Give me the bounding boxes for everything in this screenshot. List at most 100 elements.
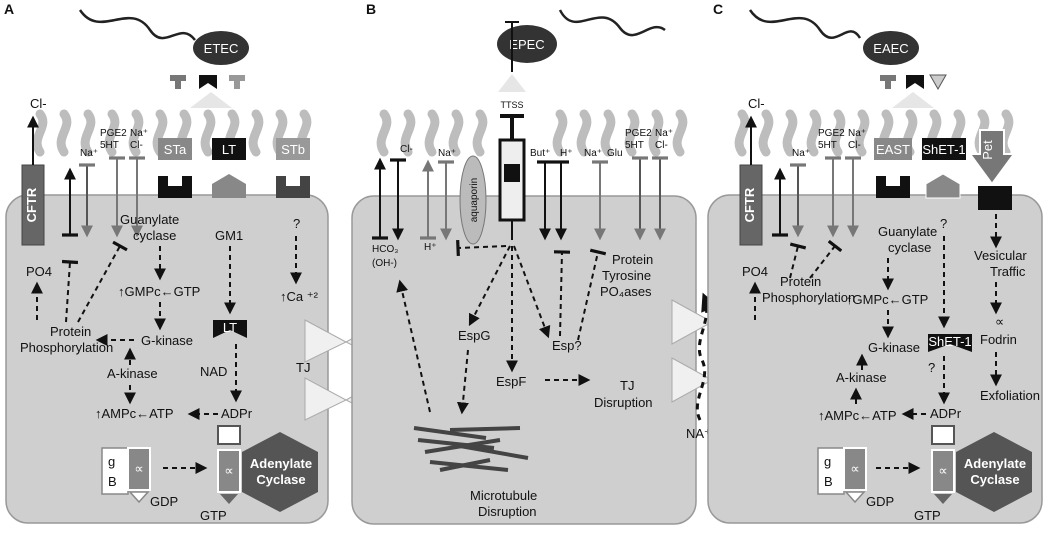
tyrosine-label: Tyrosine [602, 268, 651, 283]
g-kinase-label: G-kinase [141, 333, 193, 348]
stb-receptor-icon [276, 176, 310, 198]
enterocyte-cell-c [707, 194, 1043, 524]
guanylate-receptor-icon [158, 176, 192, 198]
5ht-label: 5HT [100, 140, 119, 151]
cl-minus-label-c: Cl- [848, 140, 861, 151]
adenylate-label-c: Adenylate [964, 456, 1026, 471]
eaec-bacterium-icon [863, 31, 919, 65]
g-protein-g-label-c: g [824, 454, 831, 469]
adenylate-label: Adenylate [250, 456, 312, 471]
pge2-label-b: PGE2 [625, 128, 652, 139]
etec-label: ETEC [204, 41, 239, 56]
flagellum-icon [748, 9, 862, 39]
ampc-label-c: ↑AMPc←ATP [818, 408, 897, 423]
ttss-syringe-icon [498, 114, 526, 240]
na-label: Na⁺ [438, 148, 456, 159]
guanylate-label-c: Guanylate [878, 224, 937, 239]
pge2-label: PGE2 [100, 128, 127, 139]
sta-toxin-icon [170, 75, 186, 89]
gdp-label-c: GDP [866, 494, 894, 509]
phosphorylation-label-c: Phosphorylation [762, 290, 855, 305]
oh-label: (OH-) [372, 258, 397, 269]
lt-toxin-icon [199, 75, 217, 89]
tj-label-b: TJ [620, 378, 634, 393]
question-label: ? [293, 216, 300, 231]
protein-label-c: Protein [780, 274, 821, 289]
east-receptor-icon [876, 176, 910, 198]
vesicular-label: Vesicular [974, 248, 1027, 263]
stb-badge [276, 138, 310, 160]
alpha-gtp-label: ∝ [224, 463, 233, 478]
pet-label: Pet [980, 140, 995, 160]
lt-badge [212, 138, 246, 160]
alpha-gtp-label-c: ∝ [938, 463, 947, 478]
esp-label: Esp? [552, 338, 582, 353]
stb-label: STb [281, 142, 305, 157]
ca-label: ↑Ca ⁺² [280, 289, 319, 304]
cl-label: Cl- [400, 144, 413, 155]
espf-label: EspF [496, 374, 526, 389]
exfoliation-label: Exfoliation [980, 388, 1040, 403]
fodrin-label: Fodrin [980, 332, 1017, 347]
cftr-label: CFTR [24, 187, 39, 222]
aquaporin-icon [459, 155, 487, 245]
lt-internal-label: LT [223, 320, 237, 335]
protein-label-b: Protein [612, 252, 653, 267]
stb-toxin-icon [229, 75, 245, 89]
g-protein-b-label: B [108, 474, 117, 489]
cyclase-2-label: Cyclase [256, 472, 305, 487]
sta-badge [158, 138, 192, 160]
gdp-label: GDP [150, 494, 178, 509]
alpha-fodrin-label: ∝ [995, 314, 1004, 329]
pet-toxin-icon [968, 129, 1016, 186]
panel-a-letter: A [4, 1, 14, 17]
po4-label-c: PO4 [742, 264, 768, 279]
gtp-label-c: GTP [914, 508, 941, 523]
sta-label: STa [164, 142, 187, 157]
cyclase-2-label-c: Cyclase [970, 472, 1019, 487]
cl-out-label: Cl- [30, 96, 47, 111]
flagellum-icon [558, 9, 666, 37]
aquaporin-label: aquaporin [469, 178, 480, 222]
gm1-receptor-icon [212, 174, 246, 198]
po4-label: PO4 [26, 264, 52, 279]
a-kinase-label: A-kinase [107, 366, 158, 381]
panel-b: B EPEC TTSS Cl- Na⁺ aquaporin [351, 1, 697, 525]
po4ases-label: PO₄ases [600, 284, 652, 299]
na-plus-label: Na⁺ [80, 148, 98, 159]
pge2-label-c: PGE2 [818, 128, 845, 139]
gmpc-label: ↑GMPc←GTP [118, 284, 200, 299]
disruption-2-label: Disruption [478, 504, 537, 519]
adpr-label: ADPr [221, 406, 253, 421]
enterocyte-cell-b [351, 195, 697, 525]
h-plus-label: H⁺ [424, 242, 437, 253]
a-kinase-label-c: A-kinase [836, 370, 887, 385]
cftr-label-c: CFTR [742, 187, 757, 222]
ttss-label: TTSS [500, 100, 523, 110]
adenylate-cyclase-icon-c [956, 432, 1032, 512]
cl-label-2: Cl- [655, 140, 668, 151]
g-protein-b-label-c: B [824, 474, 833, 489]
traffic-label: Traffic [990, 264, 1026, 279]
cyclase-label: cyclase [133, 228, 176, 243]
but-label: But⁺ [530, 148, 550, 159]
microtubule-label: Microtubule [470, 488, 537, 503]
protein-label: Protein [50, 324, 91, 339]
guanylate-label: Guanylate [120, 212, 179, 227]
na-between-label: NA⁺ [686, 426, 711, 441]
na-label-3: Na⁺ [655, 128, 673, 139]
east-label: EAST [876, 142, 910, 157]
h-label: H⁺ [560, 148, 573, 159]
cyclase-label-c: cyclase [888, 240, 931, 255]
g-protein-alpha-label-c: ∝ [850, 461, 859, 476]
gtp-label: GTP [200, 508, 227, 523]
na-plus-label-2: Na⁺ [130, 128, 148, 139]
phosphorylation-label: Phosphorylation [20, 340, 113, 355]
shet-internal-label: ShET-1 [928, 334, 971, 349]
shet-label: ShET-1 [922, 142, 965, 157]
tj-label: TJ [296, 360, 310, 375]
lt-internal-icon [213, 320, 247, 338]
na-plus-label-c: Na⁺ [792, 148, 810, 159]
question-label-c: ? [940, 216, 947, 231]
